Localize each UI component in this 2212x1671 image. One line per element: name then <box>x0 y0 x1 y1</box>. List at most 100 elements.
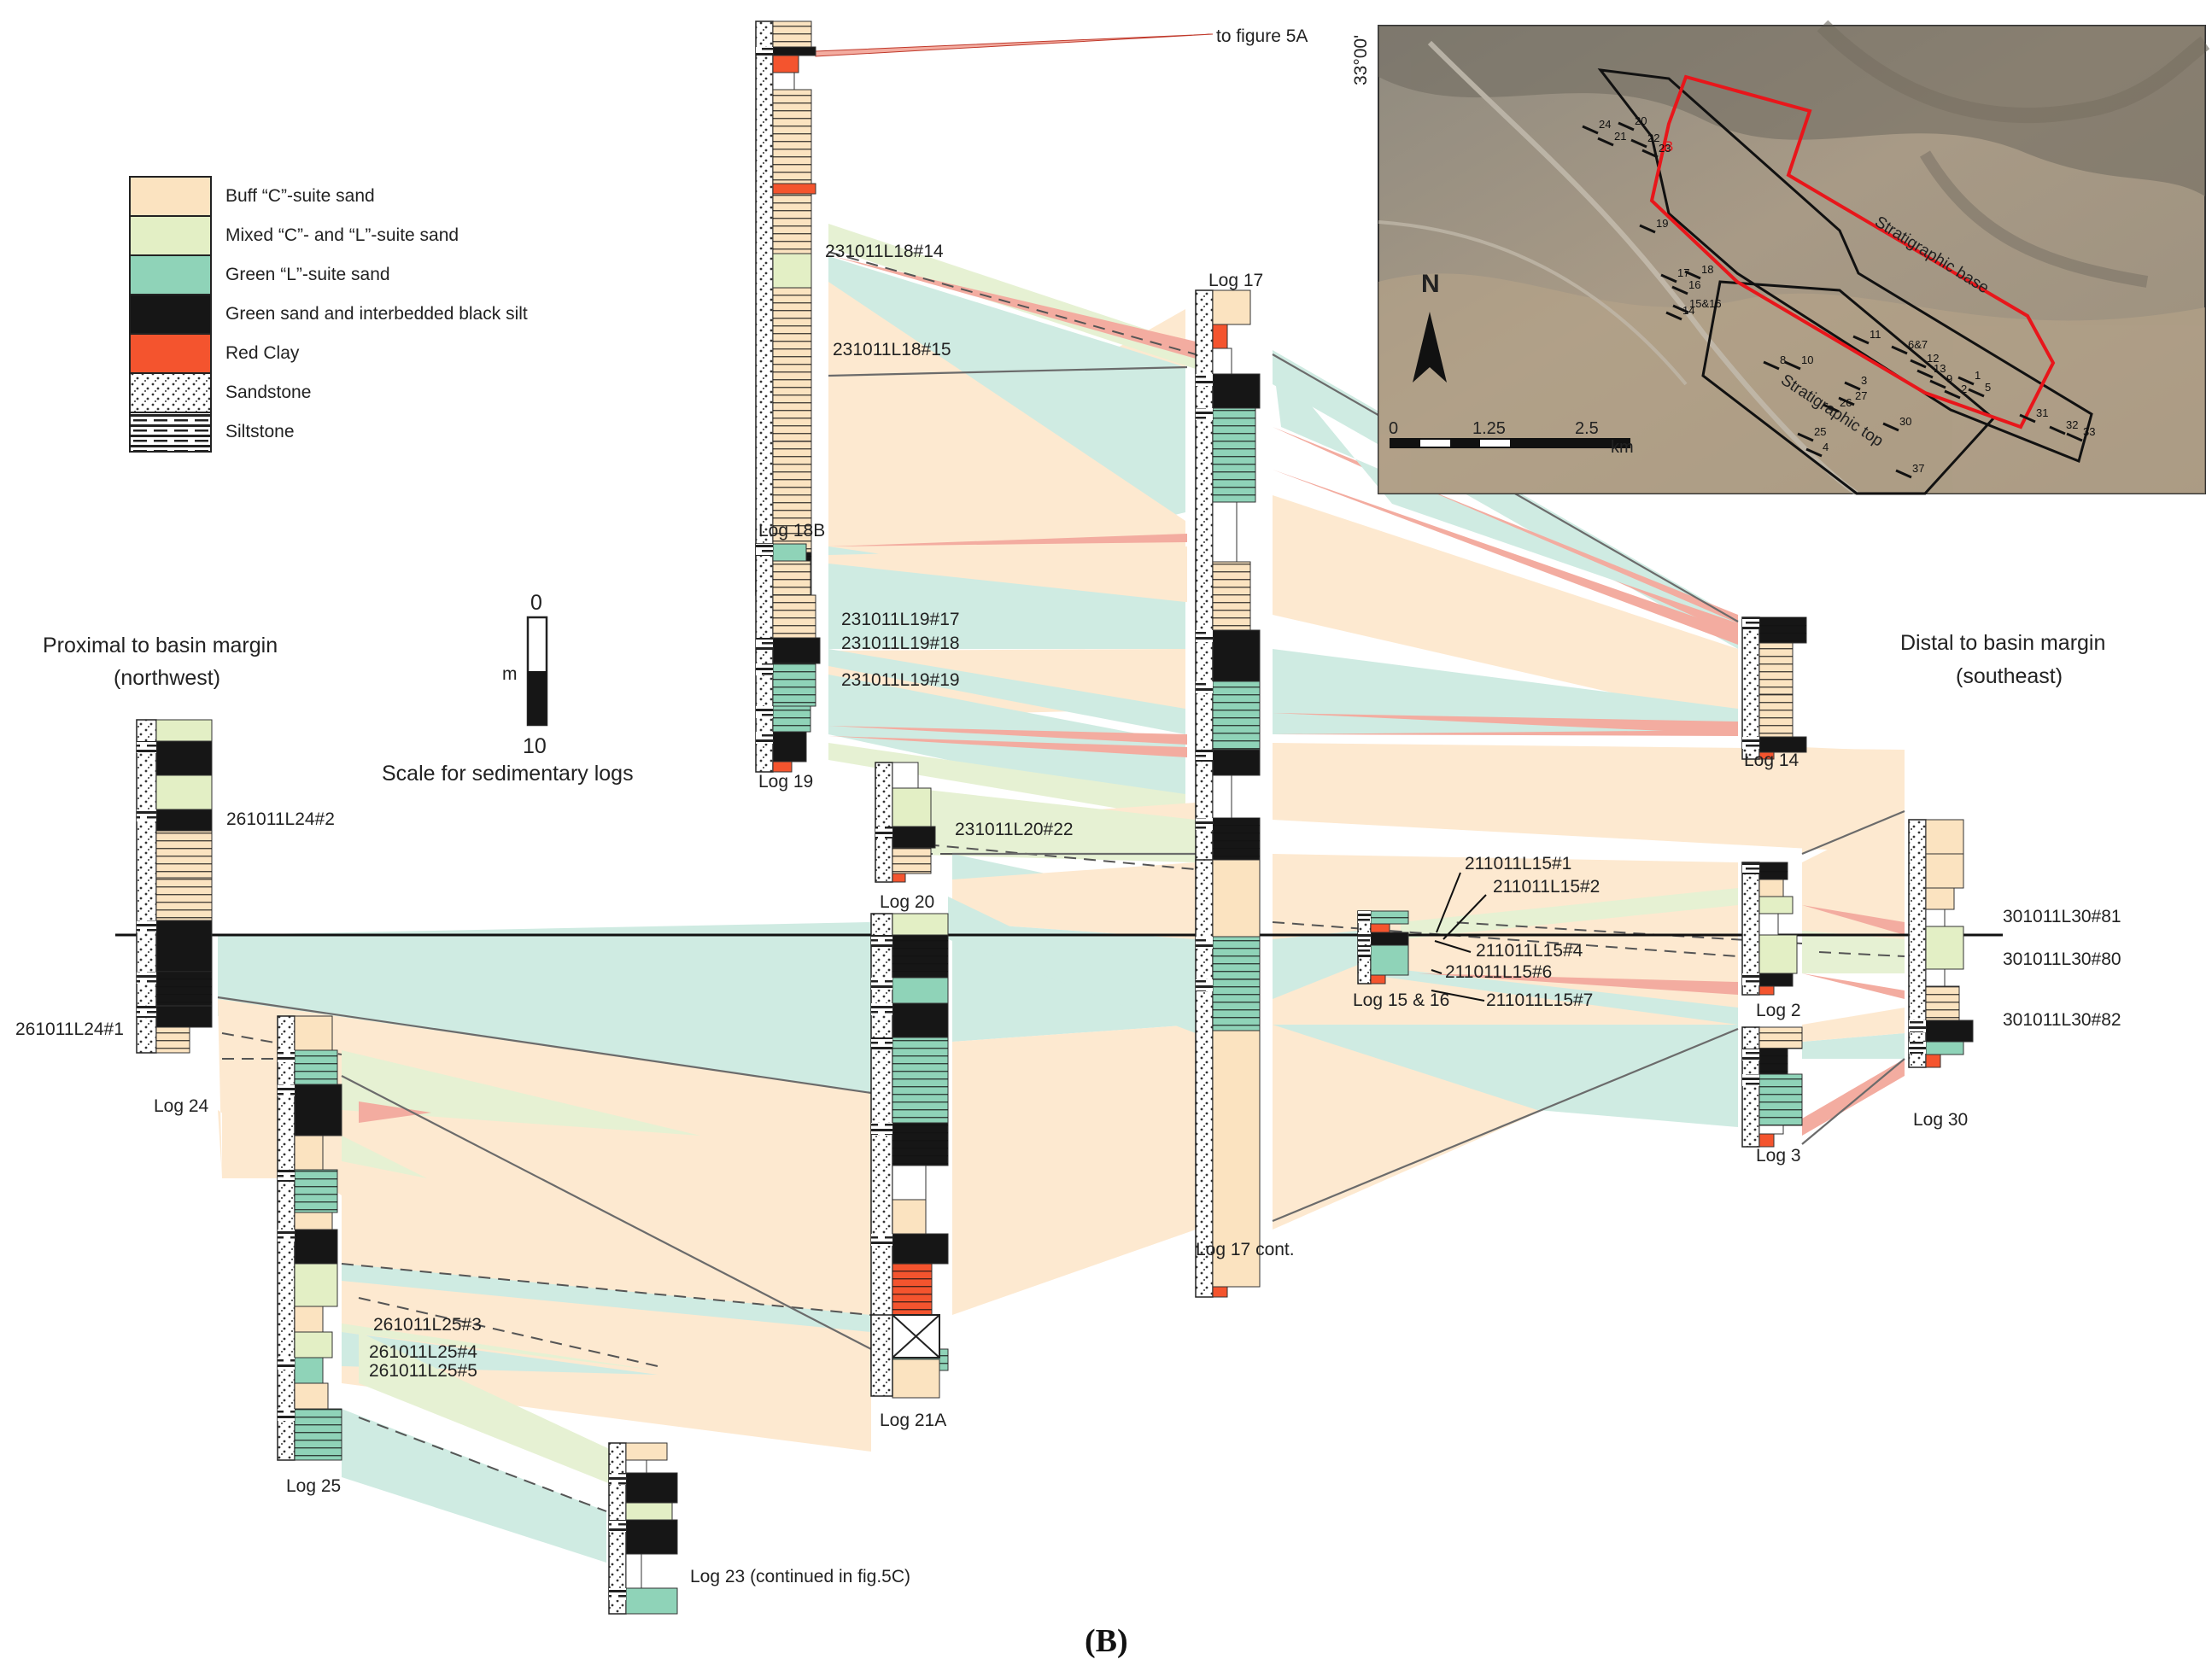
sample-label: 261011L24#1 <box>15 1020 124 1039</box>
lamination <box>773 561 810 595</box>
scale-top-label: 0 <box>530 591 542 615</box>
siltstone-mark <box>1358 932 1371 944</box>
facies-unit-black <box>1212 373 1261 409</box>
facies-unit-red <box>1758 1133 1775 1148</box>
band-red <box>1273 730 1738 736</box>
sample-label: 261011L25#4 <box>369 1342 477 1362</box>
legend: Buff “C”-suite sand Mixed “C”- and “L”-s… <box>129 176 528 453</box>
siltstone-mark <box>1742 862 1759 874</box>
lamination <box>1759 1027 1802 1049</box>
map-site-number: 17 <box>1677 266 1689 279</box>
lamination <box>773 288 811 441</box>
facies-unit-green <box>772 543 807 562</box>
dashed-correlation-lines <box>221 251 1905 1512</box>
map-site-number: 23 <box>1659 142 1671 155</box>
band-green <box>1273 931 1358 999</box>
map-scale-bar: 0 1.25 2.5 km <box>1389 419 1634 457</box>
facies-unit-black <box>892 826 936 849</box>
facies-unit-mixed <box>892 913 949 936</box>
map-site-number: 20 <box>1635 114 1647 127</box>
map-site-number: 32 <box>2066 418 2078 431</box>
band-red <box>833 256 1196 359</box>
siltstone-mark <box>1196 937 1213 949</box>
map-site-marker: 5 <box>1968 381 1991 398</box>
log-labels: Log 18B Log 17 Log 19 Log 20 Log 14 Log … <box>154 271 1968 1586</box>
siltstone-mark <box>1358 911 1371 923</box>
sample-label: 231011L18#15 <box>833 340 951 359</box>
lamination <box>1759 1074 1802 1125</box>
map-site-number: 37 <box>1912 462 1924 475</box>
lamination <box>295 1170 337 1212</box>
log-label: Log 17 cont. <box>1196 1240 1295 1259</box>
map-site-marker: 13 <box>1916 362 1946 379</box>
sedimentary-log-log1516 <box>1357 910 1409 984</box>
band-buff <box>952 1025 1196 1315</box>
facies-unit-black <box>625 1519 678 1555</box>
lamination <box>156 1027 190 1053</box>
facies-unit-mixed <box>1758 896 1794 914</box>
log-label: Log 20 <box>880 892 934 912</box>
facies-unit-buff <box>1925 887 1955 910</box>
lamination <box>773 441 811 552</box>
legend-label-green: Green “L”-suite sand <box>225 265 390 284</box>
facies-unit-white <box>1758 1125 1784 1135</box>
siltstone-mark <box>1196 374 1213 386</box>
lamination <box>156 972 212 1006</box>
facies-unit-white <box>1758 913 1779 936</box>
siltstone-mark <box>1196 979 1213 991</box>
sedimentary-log-log19 <box>755 543 821 773</box>
sedimentary-log-log23 <box>608 1442 678 1615</box>
band-buff <box>952 862 1196 939</box>
lamination <box>1213 979 1260 1031</box>
map-site-marker: 9 <box>1929 372 1952 389</box>
map-site-marker: 12 <box>1910 352 1939 369</box>
facies-unit-black <box>155 1005 213 1028</box>
facies-unit-black <box>772 46 816 56</box>
facies-unit-white <box>1212 501 1238 563</box>
map-site-number: 24 <box>1599 118 1611 131</box>
facies-unit-buff <box>1212 289 1251 325</box>
facies-unit-mixed <box>1925 926 1964 970</box>
band-green <box>828 564 1185 649</box>
facies-unit-buff <box>1212 859 1261 938</box>
sample-label: 211011L15#2 <box>1493 877 1600 897</box>
facies-unit-red <box>1370 923 1390 933</box>
facies-unit-buff <box>294 1212 333 1230</box>
siltstone-mark <box>1742 617 1759 629</box>
legend-label-mixed: Mixed “C”- and “L”-suite sand <box>225 225 459 245</box>
siltstone-mark <box>756 544 773 556</box>
map-red-outline <box>1649 74 2056 429</box>
sedimentary-log-log25 <box>277 1015 342 1461</box>
facies-unit-red <box>772 761 793 773</box>
siltstone-mark <box>137 741 156 753</box>
map-scale-2: 2.5 <box>1575 419 1599 438</box>
sedimentary-log-log30 <box>1908 819 1974 1068</box>
facies-unit-buff <box>892 1199 927 1235</box>
facies-unit-buff <box>294 1306 324 1333</box>
facies-unit-green <box>625 1587 678 1615</box>
facies-unit-green <box>892 977 949 1004</box>
lithology-strip <box>875 762 893 883</box>
band-red <box>828 534 1187 546</box>
map-latitude-label: 33°00' <box>1351 35 1371 85</box>
map-site-number: 15&16 <box>1689 297 1722 310</box>
log-label: Log 30 <box>1913 1110 1968 1130</box>
sample-label: 211011L15#1 <box>1465 854 1571 873</box>
lamination <box>1759 1049 1788 1074</box>
band-mixed <box>1802 931 1905 973</box>
legend-label-red: Red Clay <box>225 343 300 363</box>
map-site-marker: 11 <box>1852 328 1881 345</box>
facies-unit-white <box>1212 348 1232 375</box>
facies-unit-white <box>625 1553 642 1589</box>
facies-unit-mixed <box>892 787 932 827</box>
legend-label-buff: Buff “C”-suite sand <box>225 186 375 206</box>
legend-label-siltstone: Siltstone <box>225 422 295 441</box>
siltstone-mark <box>756 638 773 650</box>
map-site-marker: 25 <box>1797 425 1826 442</box>
band-red <box>1802 973 1905 999</box>
band-green <box>1273 1025 1738 1127</box>
facies-unit-white <box>625 1459 647 1474</box>
lamination <box>773 663 816 706</box>
band-red <box>359 1101 431 1123</box>
